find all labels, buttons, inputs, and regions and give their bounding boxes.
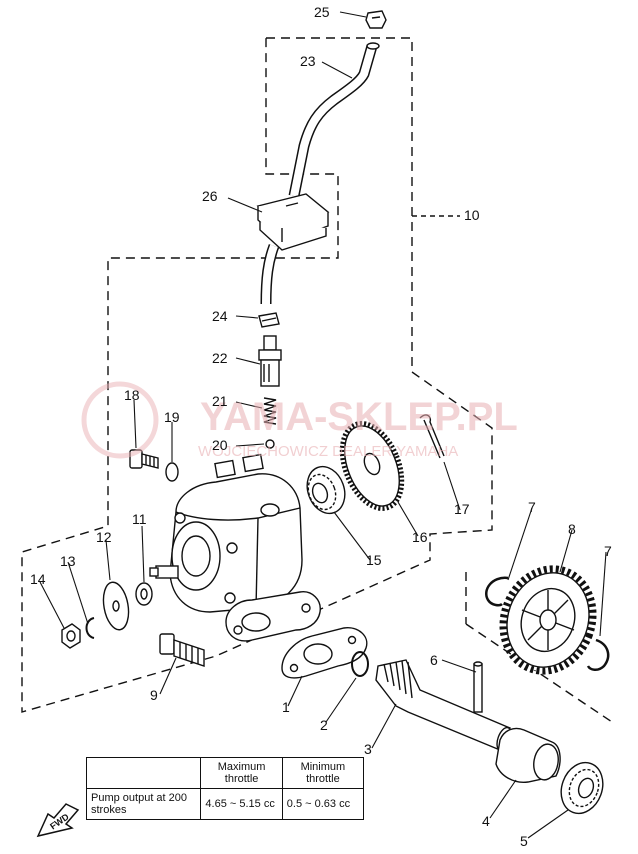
label-1: 1 <box>282 699 290 715</box>
part-21-spring <box>263 397 277 425</box>
spec-header-empty <box>85 757 202 789</box>
spec-header-min: Minimum throttle <box>281 757 365 789</box>
label-17: 17 <box>454 501 470 517</box>
gear-group-boundary <box>465 572 616 725</box>
part-17-cotter-pin <box>419 414 445 459</box>
part-7-circlip-left <box>485 576 509 607</box>
label-3: 3 <box>364 741 372 757</box>
part-12-plate <box>102 581 130 631</box>
watermark-brand: YAMA-SKLEP.PL <box>200 395 518 439</box>
pump-output-spec-table: Maximum throttle Minimum throttle Pump o… <box>85 757 365 820</box>
fwd-arrow-icon: FWD <box>36 800 80 840</box>
label-10: 10 <box>464 207 480 223</box>
spec-max-value: 4.65 ~ 5.15 cc <box>200 788 283 820</box>
part-6-pin <box>473 661 483 713</box>
assembly-boundary <box>21 37 493 713</box>
part-23-lower-pipe <box>260 244 280 305</box>
label-26: 26 <box>202 188 218 204</box>
part-19-washer <box>165 462 179 482</box>
label-12: 12 <box>96 529 112 545</box>
spec-min-value: 0.5 ~ 0.63 cc <box>281 788 365 820</box>
label-23: 23 <box>300 53 316 69</box>
label-7-left: 7 <box>528 499 536 515</box>
part-4-bush <box>495 727 561 783</box>
label-21: 21 <box>212 393 228 409</box>
part-25-nut <box>365 10 387 29</box>
label-9: 9 <box>150 687 158 703</box>
label-11: 11 <box>132 511 147 527</box>
spec-row-label: Pump output at 200 strokes <box>85 788 202 820</box>
watermark-tagline: WOJCIECHOWICZ DEALER YAMAHA <box>198 443 458 460</box>
label-25: 25 <box>314 4 330 20</box>
part-26-grommet <box>256 193 330 251</box>
part-labels: 25 23 26 10 24 22 21 20 18 19 16 17 15 1… <box>30 4 612 849</box>
label-15: 15 <box>366 552 382 568</box>
part-2-o-ring <box>351 651 369 677</box>
watermark: YAMA-SKLEP.PL WOJCIECHOWICZ DEALER YAMAH… <box>81 381 518 460</box>
leader-lines <box>39 11 607 839</box>
part-14-nut <box>61 623 81 649</box>
label-8: 8 <box>568 521 576 537</box>
part-9-screw <box>159 633 205 667</box>
part-7-circlip-right <box>586 638 610 671</box>
label-19: 19 <box>164 409 180 425</box>
label-18: 18 <box>124 387 140 403</box>
label-22: 22 <box>212 350 228 366</box>
label-2: 2 <box>320 717 328 733</box>
part-16-drive-gear <box>339 421 405 511</box>
part-1-gasket <box>281 627 368 679</box>
part-8-gear <box>499 565 597 675</box>
part-20-ball <box>265 439 275 449</box>
part-11-washer <box>135 582 153 606</box>
label-14: 14 <box>30 571 46 587</box>
label-5: 5 <box>520 833 528 849</box>
spec-table-header-row: Maximum throttle Minimum throttle <box>85 757 365 789</box>
label-16: 16 <box>412 529 428 545</box>
part-5-bearing <box>560 761 604 815</box>
label-20: 20 <box>212 437 228 453</box>
part-15-bearing <box>306 465 346 515</box>
spec-table-row: Pump output at 200 strokes 4.65 ~ 5.15 c… <box>85 788 365 820</box>
part-23-delivery-pipe <box>288 42 380 198</box>
part-24-clip <box>258 312 280 328</box>
pump-body <box>149 453 321 642</box>
label-24: 24 <box>212 308 228 324</box>
part-13-clip <box>85 617 95 639</box>
label-6: 6 <box>430 652 438 668</box>
label-7-right: 7 <box>604 543 612 559</box>
label-13: 13 <box>60 553 76 569</box>
spec-header-max: Maximum throttle <box>200 757 283 789</box>
label-4: 4 <box>482 813 490 829</box>
part-22-fitting <box>258 335 282 387</box>
part-3-drive-shaft <box>375 659 512 752</box>
